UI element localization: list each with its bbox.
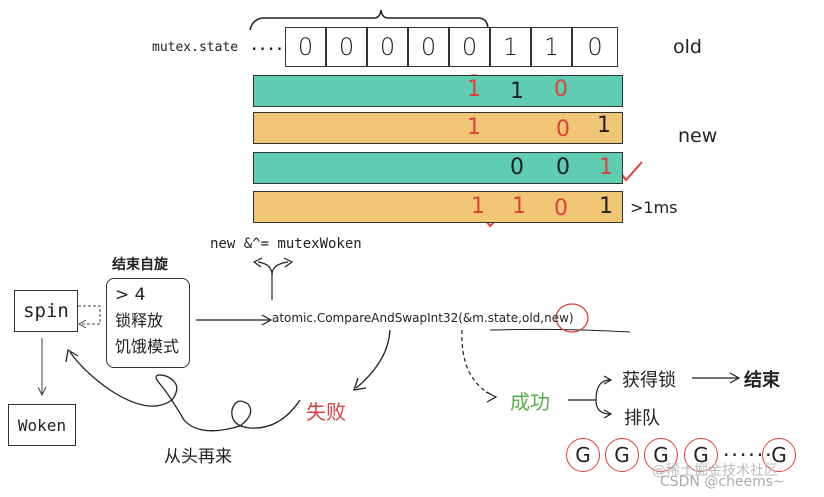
success-label: 成功 (510, 390, 550, 414)
row4-bit-c: 0 (554, 196, 568, 221)
row4-bit-d: 1 (599, 194, 613, 219)
cond-gt4: > 4 (115, 285, 146, 305)
cond-release: 锁释放 (115, 311, 164, 330)
bit-cell: 0 (326, 27, 367, 67)
cas-call: atomic.CompareAndSwapInt32(&m.state,old,… (272, 311, 574, 325)
row1-bit-a: 1 (467, 77, 481, 102)
bit-cell: 1 (490, 27, 531, 67)
fail-label: 失败 (306, 400, 346, 424)
goroutine-circle: G (644, 438, 678, 472)
row2-bit-b: 0 (556, 117, 570, 142)
goroutine-circle: G (605, 438, 639, 472)
cas-prefix: atomic.CompareAndSwapInt32(&m.state, (272, 311, 522, 325)
watermark-line2: CSDN @cheems~ (660, 474, 785, 490)
state-row-3 (253, 152, 623, 184)
state-row-2 (253, 112, 623, 144)
row4-bit-b: 1 (512, 194, 526, 219)
row2-bit-a: 1 (467, 115, 481, 140)
end-spin-label: 结束自旋 (112, 257, 168, 273)
mutex-state-label: mutex.state (152, 40, 239, 55)
bit-cell: 0 (449, 27, 490, 67)
queue-label: 排队 (624, 408, 660, 429)
row1-bit-b: 1 (510, 79, 524, 104)
end-label: 结束 (744, 370, 780, 391)
acquire-label: 获得锁 (622, 370, 676, 391)
goroutine-circle: G (566, 438, 600, 472)
row3-bit-a: 0 (510, 155, 524, 180)
bit-cell: 0 (408, 27, 449, 67)
cas-sep: , (540, 311, 545, 325)
row2-bit-c: 1 (597, 113, 611, 138)
row4-bit-a: 1 (471, 194, 485, 219)
new-expr: new &^= mutexWoken (210, 236, 362, 252)
row3-bit-c: 1 (599, 155, 613, 180)
conditions-box: > 4 锁释放 饥饿模式 (106, 278, 190, 368)
bit-cell: 0 (572, 27, 618, 67)
state-row-1 (253, 75, 623, 107)
bit-cell: 0 (285, 27, 326, 67)
watermark-line1: @稀土掘金技术社区 (652, 463, 778, 479)
goroutine-circle: G (762, 438, 796, 472)
spin-box: spin (14, 290, 78, 332)
cas-old: old (521, 311, 541, 325)
row3-bit-b: 0 (556, 155, 570, 180)
old-label: old (673, 36, 702, 58)
cond-starve: 饥饿模式 (115, 337, 180, 356)
cas-new: new (544, 311, 569, 325)
cas-suffix: ) (568, 311, 574, 325)
woken-box: Woken (8, 404, 76, 446)
restart-label: 从头再来 (164, 447, 232, 467)
woken-label: Woken (17, 415, 67, 435)
state-row-4 (253, 191, 623, 223)
gt-1ms-label: >1ms (630, 198, 678, 217)
new-label: new (678, 125, 718, 147)
bit-cell: 1 (531, 27, 572, 67)
row1-bit-c: 0 (554, 77, 568, 102)
queue-ellipsis: ...... (722, 444, 773, 460)
goroutine-circle: G (684, 438, 718, 472)
bit-cell: 0 (367, 27, 408, 67)
spin-label: spin (23, 300, 69, 322)
